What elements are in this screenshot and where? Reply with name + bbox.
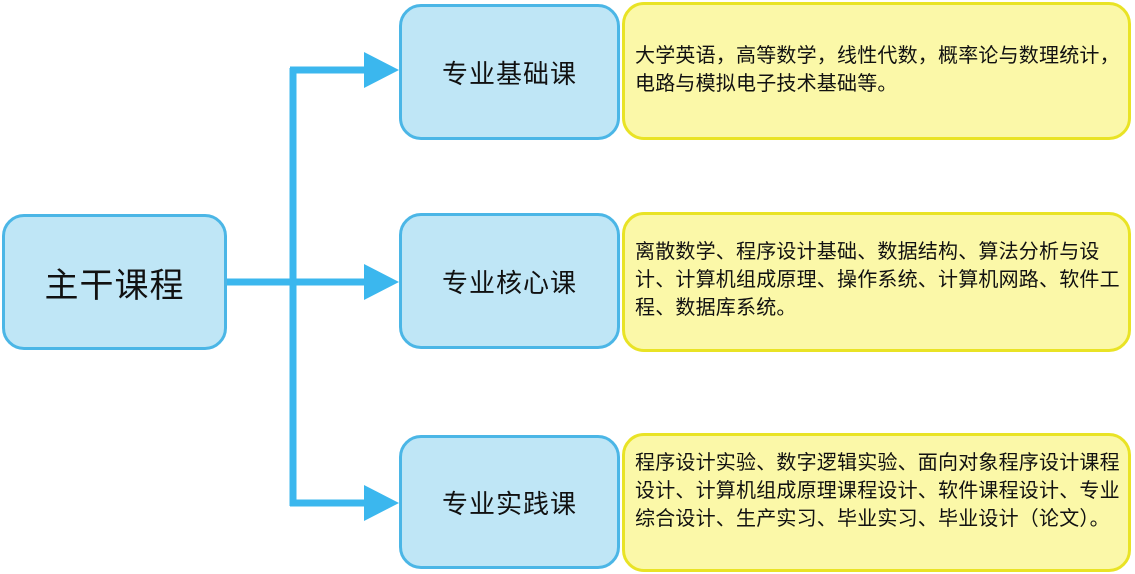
category-node-foundation: 专业基础课 [399,4,620,140]
branch-1-arrowhead [364,52,399,88]
description-box-practice: 程序设计实验、数字逻辑实验、面向对象程序设计课程设计、计算机组成原理课程设计、软… [622,433,1131,572]
category-node-practice: 专业实践课 [399,435,620,569]
description-box-foundation: 大学英语，高等数学，线性代数，概率论与数理统计，电路与模拟电子技术基础等。 [622,2,1131,140]
category-label: 专业核心课 [441,268,577,299]
description-box-core: 离散数学、程序设计基础、数据结构、算法分析与设计、计算机组成原理、操作系统、计算… [622,212,1131,352]
category-label: 专业实践课 [441,489,577,520]
branch-3-arrowhead [364,485,399,521]
branch-2-arrowhead [364,264,399,300]
category-label: 专业基础课 [441,59,577,90]
root-node: 主干课程 [2,214,227,350]
category-node-core: 专业核心课 [399,213,620,349]
description-text: 离散数学、程序设计基础、数据结构、算法分析与设计、计算机组成原理、操作系统、计算… [635,239,1120,319]
root-label: 主干课程 [44,265,185,306]
description-text: 大学英语，高等数学，线性代数，概率论与数理统计，电路与模拟电子技术基础等。 [635,43,1120,95]
description-text: 程序设计实验、数字逻辑实验、面向对象程序设计课程设计、计算机组成原理课程设计、软… [635,450,1120,530]
